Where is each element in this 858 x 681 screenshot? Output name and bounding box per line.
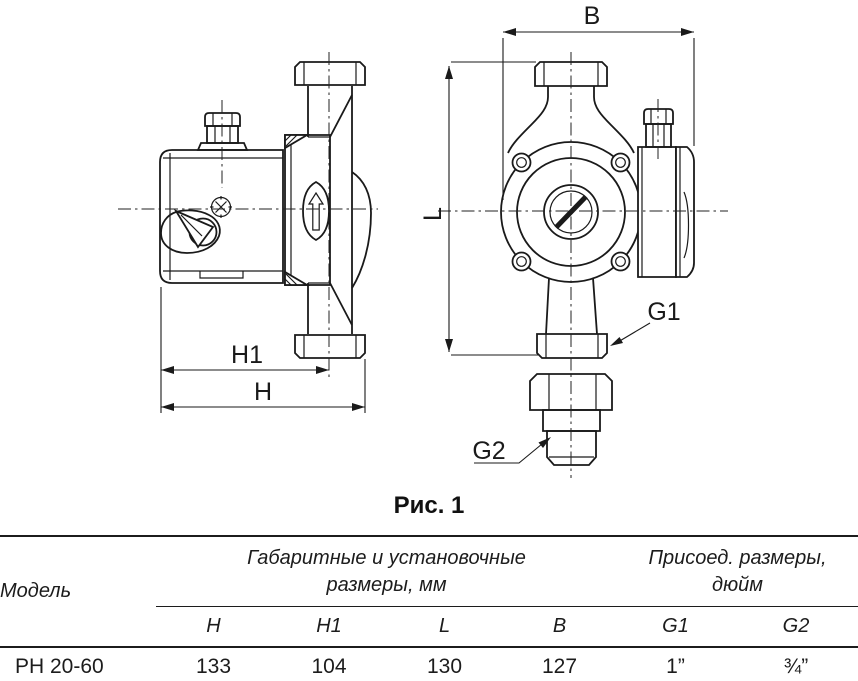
cell-G2: ¾” bbox=[734, 646, 858, 681]
centerlines bbox=[118, 52, 728, 478]
dim-label-L: L bbox=[419, 207, 447, 221]
screw-icon bbox=[210, 196, 232, 218]
vent-plug bbox=[543, 184, 599, 240]
cell-model: РН 20-60 bbox=[0, 646, 156, 681]
dim-label-B: B bbox=[584, 2, 601, 30]
terminal-box bbox=[637, 108, 695, 278]
table-row: РН 20-60 133 104 130 127 1” ¾” bbox=[0, 646, 858, 681]
dim-label-H1: H1 bbox=[231, 341, 263, 369]
subheader-row: H H1 L B G1 G2 bbox=[0, 607, 858, 648]
column-header-model: Модель bbox=[0, 580, 72, 602]
column-header-H1: H1 bbox=[316, 615, 342, 637]
pump-technical-drawing: B L H1 H G1 G2 bbox=[118, 2, 728, 478]
dim-label-G2: G2 bbox=[472, 437, 505, 465]
g2-union-fitting bbox=[529, 373, 613, 466]
group2-line2: дюйм bbox=[712, 573, 763, 596]
flow-direction-arrow-icon bbox=[307, 191, 325, 231]
dim-label-G1: G1 bbox=[647, 298, 680, 326]
group-header-connection-dimensions: Присоед. размеры, дюйм bbox=[617, 536, 858, 607]
group1-line1: Габаритные и установочные bbox=[247, 547, 526, 570]
cell-L: 130 bbox=[387, 646, 502, 681]
group1-line2: размеры, мм bbox=[326, 573, 447, 596]
column-header-L: L bbox=[438, 615, 451, 637]
cell-H: 133 bbox=[156, 646, 271, 681]
column-header-G1: G1 bbox=[662, 615, 689, 637]
figure-caption: Рис. 1 bbox=[393, 492, 465, 519]
group2-line1: Присоед. размеры, bbox=[648, 547, 827, 570]
cell-H1: 104 bbox=[271, 646, 387, 681]
dimensions-table: Модель Габаритные и установочные размеры… bbox=[0, 535, 858, 681]
bolt-lugs bbox=[511, 152, 631, 272]
cell-B: 127 bbox=[502, 646, 617, 681]
speed-selector-knob bbox=[160, 209, 221, 254]
column-header-B: B bbox=[552, 615, 567, 637]
column-header-H: H bbox=[206, 615, 221, 637]
dimensions: B L H1 H G1 G2 bbox=[160, 2, 695, 465]
column-header-G2: G2 bbox=[782, 615, 810, 637]
cell-G1: 1” bbox=[617, 646, 734, 681]
pump-side-view bbox=[159, 61, 372, 359]
cable-gland-foot bbox=[196, 142, 249, 151]
group-header-overall-dimensions: Габаритные и установочные размеры, мм bbox=[156, 536, 617, 607]
dim-label-H: H bbox=[254, 378, 272, 406]
